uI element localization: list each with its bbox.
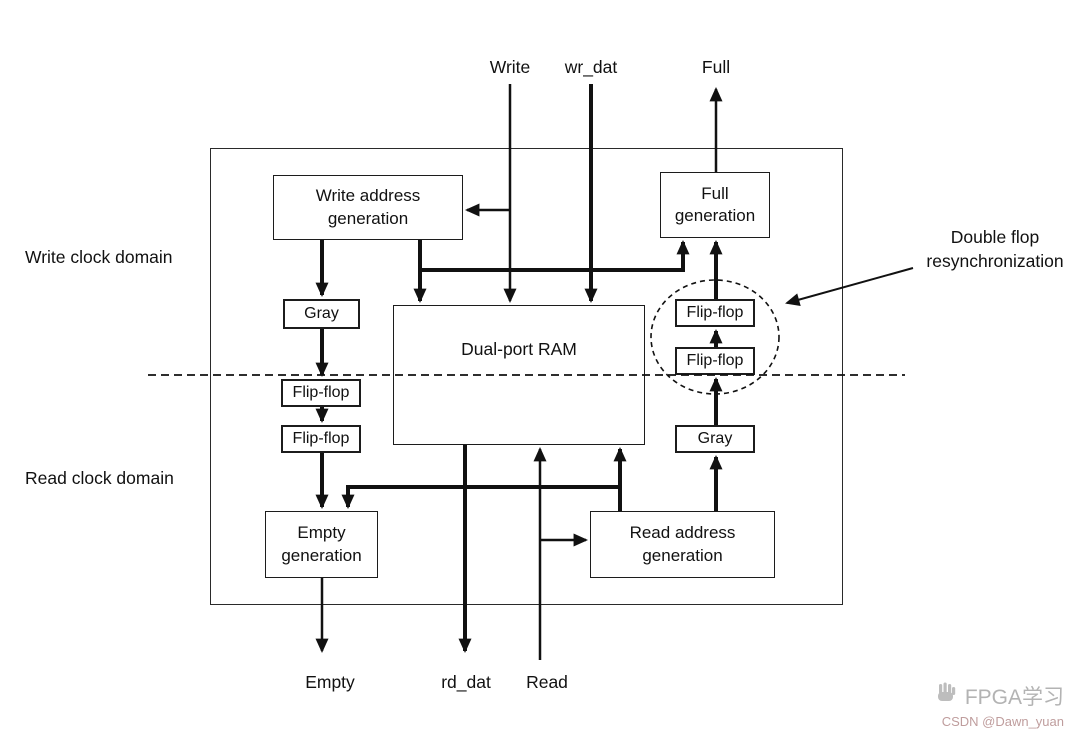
write-address-generation-label: Write address generation: [315, 186, 421, 228]
double-flop-annotation: Double flop resynchronization: [926, 227, 1064, 271]
full-generation-label: Full generation: [674, 183, 756, 225]
gray-label: Gray: [304, 304, 339, 322]
gray-converter-write-block: Gray: [283, 299, 360, 329]
write-clock-domain-label: Write clock domain: [25, 247, 173, 267]
watermark-credit: CSDN @Dawn_yuan: [941, 714, 1064, 729]
gray-label: Gray: [697, 429, 733, 447]
port-full-label: Full: [701, 57, 731, 77]
dual-port-ram-block: Dual-port RAM: [393, 305, 645, 445]
flip-flop-left-2-block: Flip-flop: [281, 425, 361, 453]
flip-flop-right-top-block: Flip-flop: [675, 299, 755, 327]
port-read-label: Read: [526, 672, 568, 692]
flip-flop-label: Flip-flop: [292, 429, 350, 447]
watermark-brand: FPGA学习: [964, 686, 1064, 709]
fifo-boundary-box: [210, 148, 843, 605]
read-clock-domain-label: Read clock domain: [25, 468, 174, 488]
port-empty-label: Empty: [305, 672, 355, 692]
empty-generation-label: Empty generation: [281, 523, 362, 565]
read-address-generation-block: Read address generation: [590, 511, 775, 578]
write-address-generation-block: Write address generation: [273, 175, 463, 240]
gray-converter-read-block: Gray: [675, 425, 755, 453]
port-rd-dat-label: rd_dat: [441, 672, 491, 692]
full-generation-block: Full generation: [660, 172, 770, 238]
flip-flop-label: Flip-flop: [686, 303, 744, 321]
watermark: FPGA学习 CSDN @Dawn_yuan: [934, 681, 1064, 729]
dual-port-ram-label: Dual-port RAM: [461, 339, 577, 359]
read-address-generation-label: Read address generation: [629, 523, 736, 565]
port-wr-dat-label: wr_dat: [564, 57, 618, 77]
port-write-label: Write: [489, 57, 531, 77]
flip-flop-label: Flip-flop: [686, 351, 744, 369]
empty-generation-block: Empty generation: [265, 511, 378, 578]
flip-flop-left-1-block: Flip-flop: [281, 379, 361, 407]
hand-logo-icon: [934, 681, 958, 711]
flip-flop-right-bottom-block: Flip-flop: [675, 347, 755, 375]
flip-flop-label: Flip-flop: [292, 383, 350, 401]
